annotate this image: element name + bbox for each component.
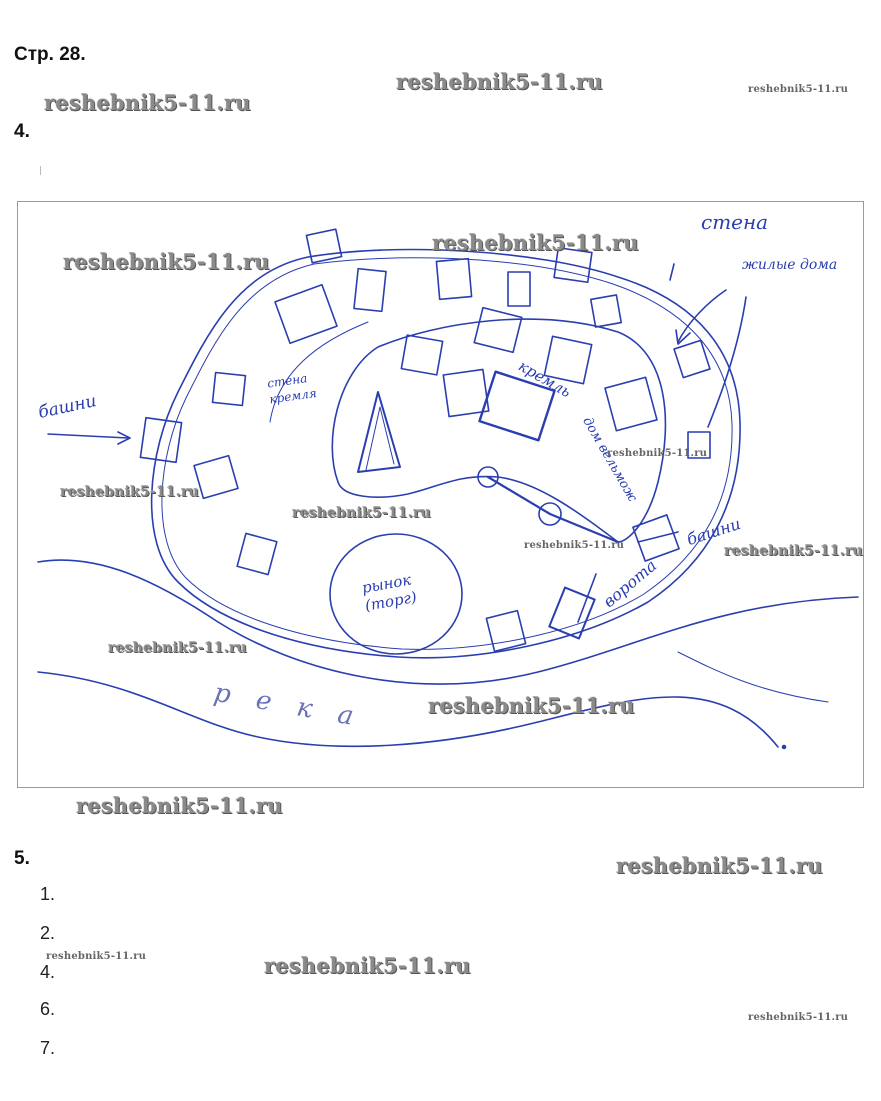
list-item: 2.	[40, 923, 56, 943]
watermark: reshebnik5-11.ru	[63, 249, 270, 274]
watermark: reshebnik5-11.ru	[46, 951, 147, 962]
map-sketch	[37, 228, 859, 750]
watermark: reshebnik5-11.ru	[60, 484, 199, 500]
river-bank-bottom	[37, 671, 779, 748]
outer-wall	[150, 248, 741, 659]
list-item: 7.	[40, 1038, 56, 1058]
kremlin-wall	[331, 318, 667, 543]
list-item: 4.	[40, 962, 56, 982]
watermark: reshebnik5-11.ru	[616, 853, 823, 878]
hand-drawn-city-map: стена жилые дома башни стена кремля крем…	[17, 201, 864, 788]
river-bank-top	[37, 559, 859, 685]
watermark: reshebnik5-11.ru	[76, 793, 283, 818]
market-circle	[329, 533, 463, 655]
watermark: reshebnik5-11.ru	[108, 640, 247, 656]
watermark: reshebnik5-11.ru	[607, 448, 708, 459]
watermark: reshebnik5-11.ru	[428, 693, 635, 718]
watermark: reshebnik5-11.ru	[524, 540, 625, 551]
list-item: 6.	[40, 999, 56, 1019]
divider-mark	[40, 166, 41, 175]
watermark: reshebnik5-11.ru	[748, 84, 849, 95]
watermark: reshebnik5-11.ru	[396, 69, 603, 94]
task-number-5: 5.	[14, 848, 30, 869]
list-item: 1.	[40, 884, 56, 904]
church-sketch	[357, 391, 401, 473]
watermark: reshebnik5-11.ru	[748, 1012, 849, 1023]
watermark: reshebnik5-11.ru	[292, 505, 431, 521]
watermark: reshebnik5-11.ru	[432, 230, 639, 255]
watermark: reshebnik5-11.ru	[724, 543, 863, 559]
page-title: Стр. 28.	[14, 44, 86, 65]
label-wall: стена	[701, 210, 769, 234]
watermark: reshebnik5-11.ru	[44, 90, 251, 115]
task-number-4: 4.	[14, 121, 30, 142]
watermark: reshebnik5-11.ru	[264, 953, 471, 978]
label-houses: жилые дома	[742, 257, 838, 273]
